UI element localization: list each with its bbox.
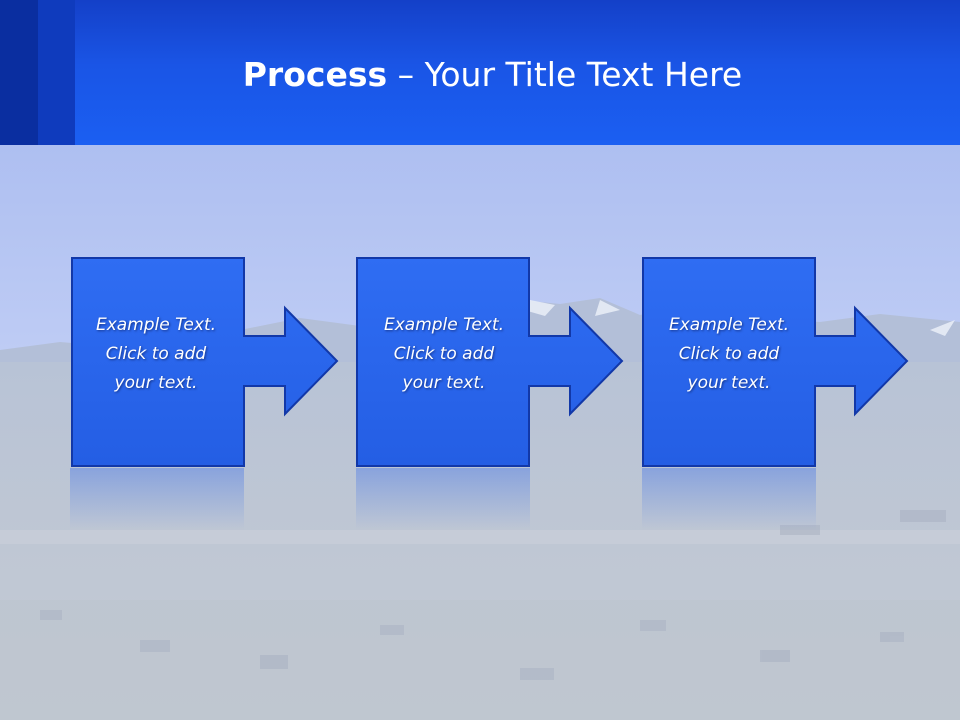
step-1-line-2: Click to add — [105, 344, 207, 364]
step-3-text[interactable]: Example Text. Click to add your text. — [643, 311, 815, 398]
step-1-text[interactable]: Example Text. Click to add your text. — [70, 311, 242, 398]
title-bold: Process — [242, 55, 388, 94]
title-rest: – Your Title Text Here — [387, 55, 743, 94]
step-3-shape[interactable] — [642, 257, 909, 530]
step-2-line-1: Example Text. — [383, 315, 505, 335]
step-3-line-3: your text. — [687, 373, 771, 393]
slide-title[interactable]: Process – Your Title Text Here — [0, 52, 960, 98]
step-2-line-3: your text. — [402, 373, 486, 393]
step-1-shape[interactable] — [70, 257, 339, 530]
step-1-line-3: your text. — [114, 373, 198, 393]
step-1-line-1: Example Text. — [95, 315, 217, 335]
header-accent-dark — [0, 0, 38, 145]
step-3-line-2: Click to add — [678, 344, 780, 364]
step-2-line-2: Click to add — [393, 344, 495, 364]
header-accent-mid — [38, 0, 75, 145]
step-3-line-1: Example Text. — [668, 315, 790, 335]
header-bar: Process – Your Title Text Here — [0, 0, 960, 145]
step-2-shape[interactable] — [356, 257, 624, 530]
step-2-text[interactable]: Example Text. Click to add your text. — [358, 311, 530, 398]
